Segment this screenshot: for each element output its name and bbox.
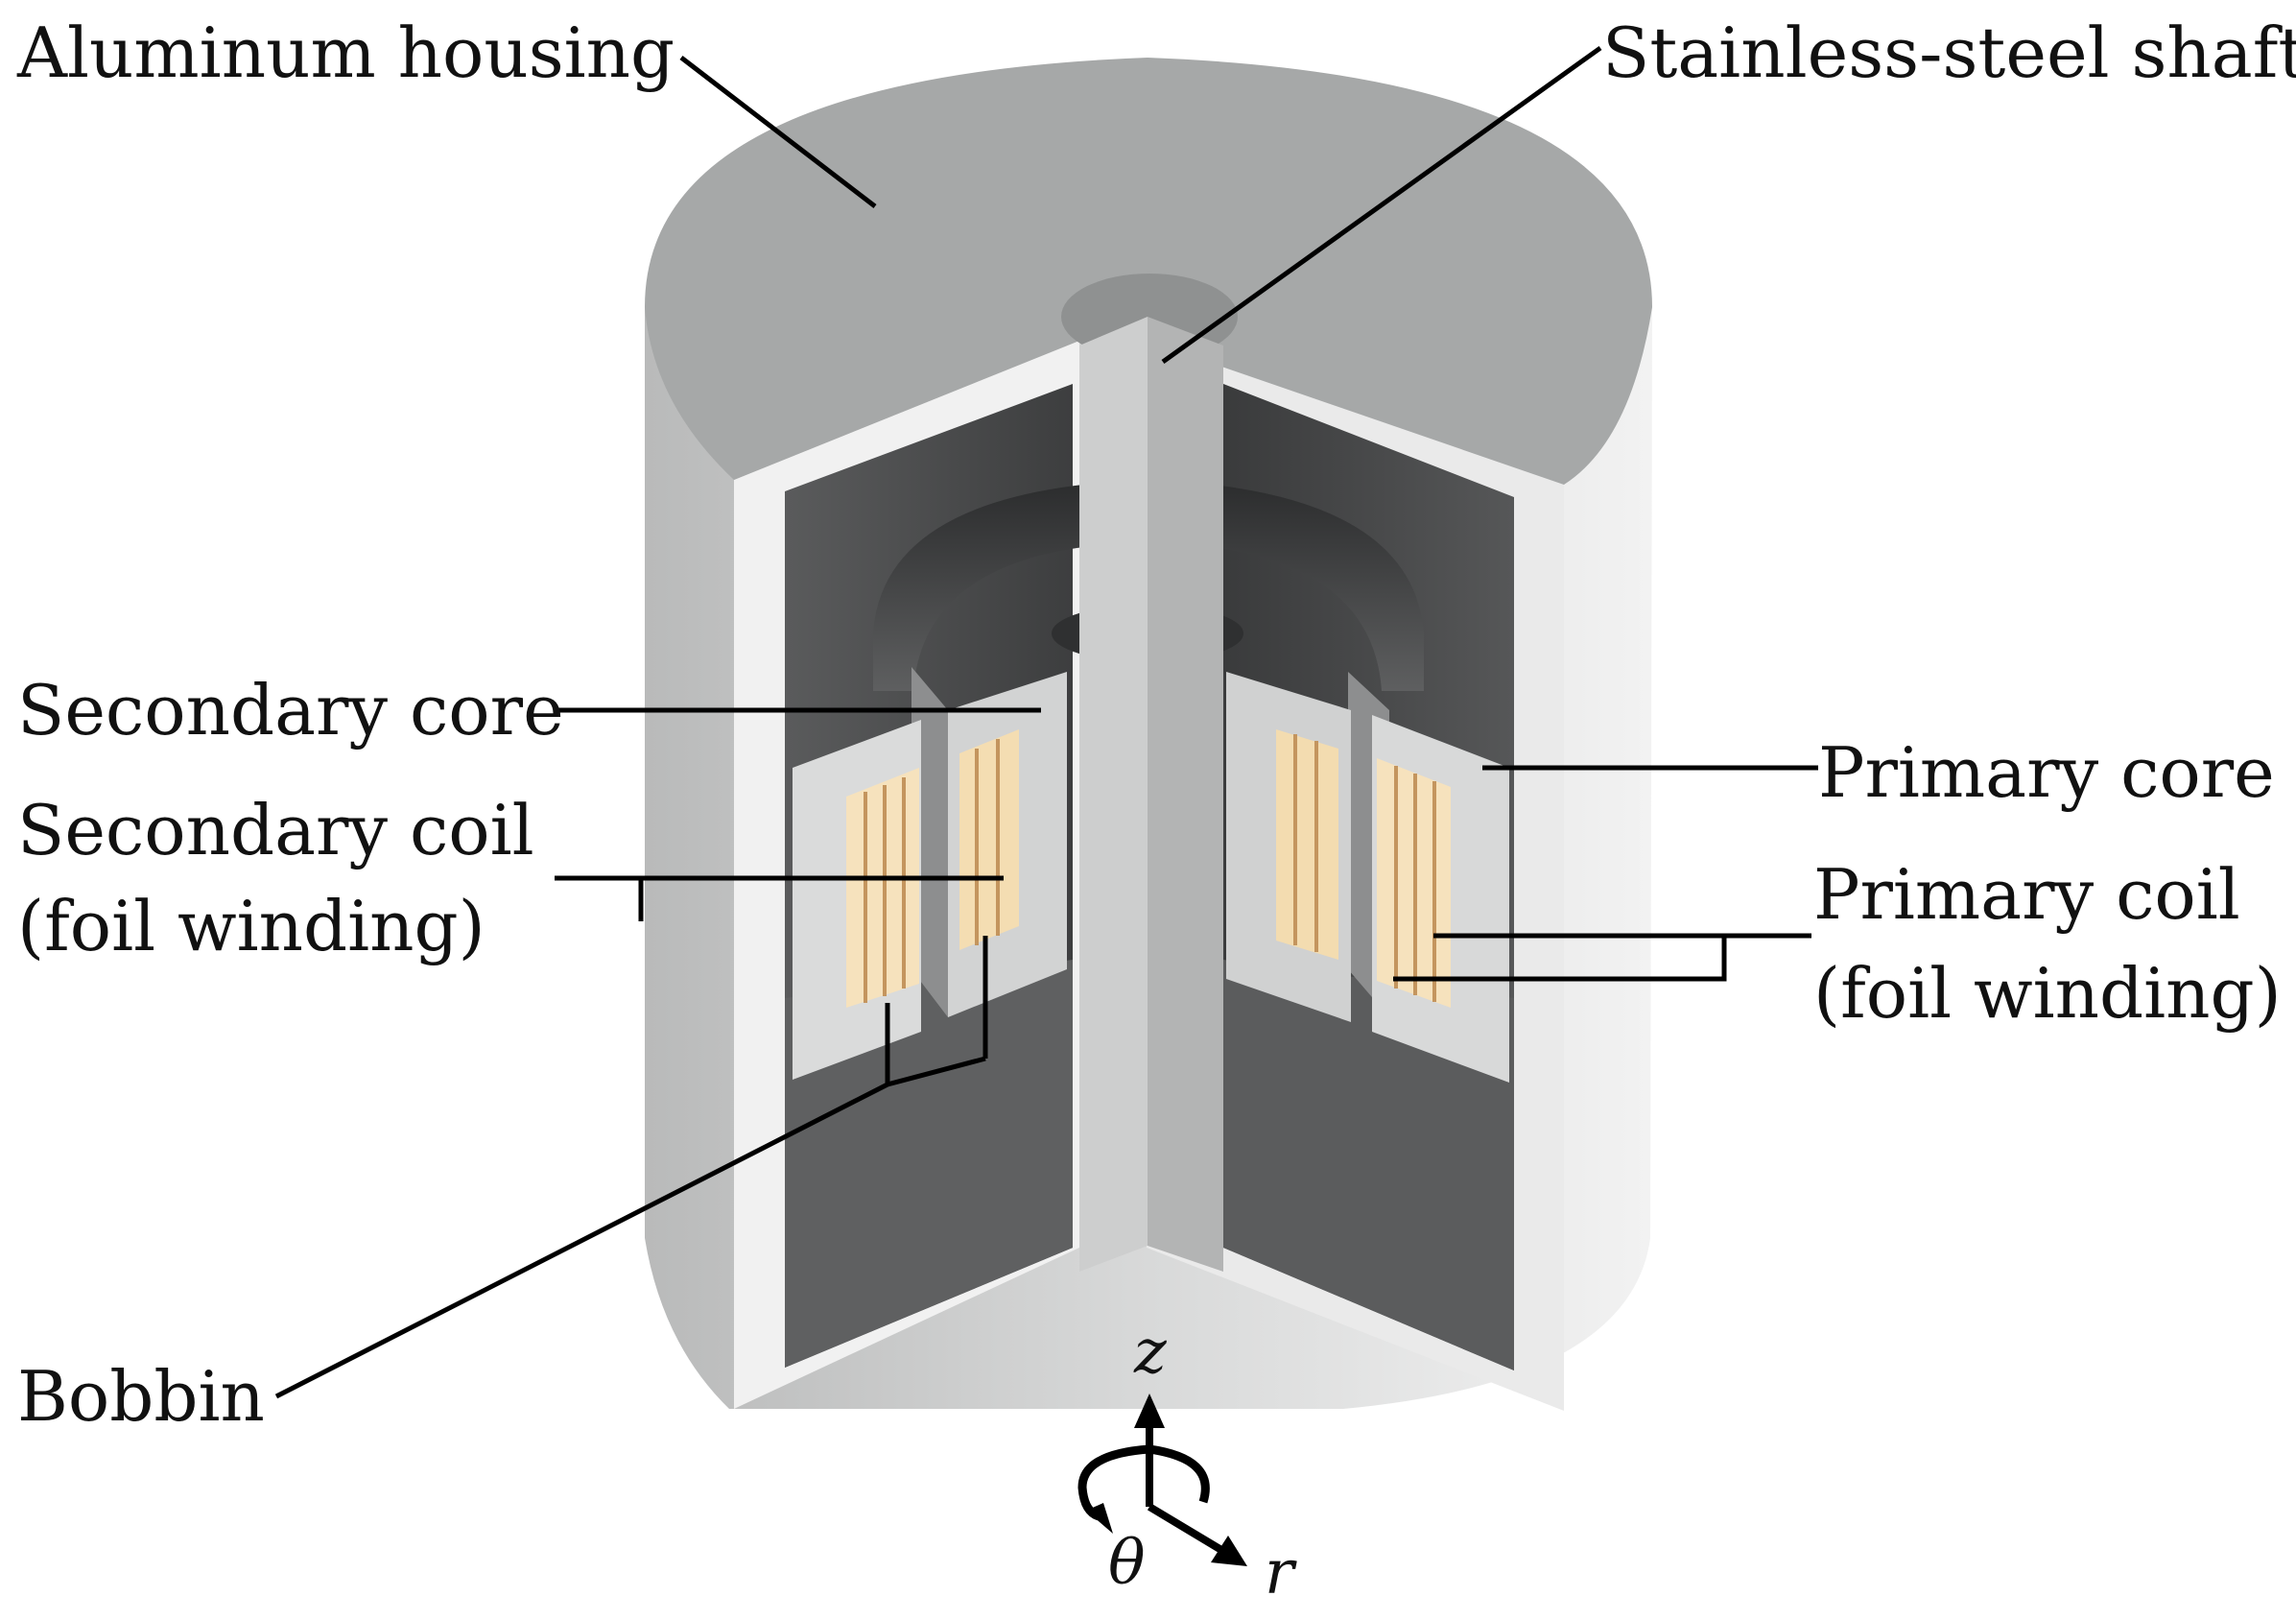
housing-top-face — [645, 58, 1652, 485]
label-secondary-coil-line2: (foil winding) — [17, 886, 485, 966]
secondary-foil-stripes — [864, 739, 1000, 1003]
label-secondary-core: Secondary core — [17, 670, 564, 750]
labels: Aluminum housing Stainless-steel shaft S… — [16, 12, 2296, 1437]
stainless-steel-shaft — [1061, 274, 1238, 1272]
label-secondary-coil-line1: Secondary coil — [17, 790, 534, 870]
secondary-coil-inner — [959, 729, 1019, 950]
axis-label-z: z — [1133, 1317, 1168, 1388]
label-primary-core: Primary core — [1818, 732, 2275, 813]
secondary-assembly — [793, 667, 1067, 1080]
label-primary-coil-line2: (foil winding) — [1813, 953, 2282, 1034]
r-arrowhead-icon — [1211, 1536, 1247, 1566]
leader-lines — [274, 45, 1818, 1399]
leader-stainless-steel-shaft — [1161, 45, 1602, 365]
label-aluminum-housing: Aluminum housing — [16, 12, 675, 93]
cavity-floor-right — [1223, 960, 1514, 1370]
z-arrowhead-icon — [1134, 1394, 1165, 1428]
shaft-left-face — [1079, 317, 1148, 1272]
axis-label-r: r — [1265, 1537, 1297, 1608]
label-primary-coil-line1: Primary coil — [1813, 854, 2240, 935]
label-bobbin: Bobbin — [17, 1356, 265, 1437]
coordinate-axes: z θ r — [1077, 1317, 1297, 1608]
primary-assembly — [1226, 672, 1509, 1083]
r-axis-arrow-shaft — [1147, 1503, 1229, 1557]
leader-primary-coil-lower — [1393, 936, 1727, 982]
label-stainless-steel-shaft: Stainless-steel shaft — [1602, 12, 2296, 93]
theta-arrowhead-icon — [1086, 1503, 1113, 1534]
cavity-floor-left — [785, 960, 1073, 1368]
axis-label-theta: θ — [1108, 1528, 1146, 1599]
primary-foil-stripes — [1293, 734, 1436, 1002]
primary-coil-inner — [1276, 729, 1338, 960]
theta-rotation-arrow — [1077, 1444, 1210, 1521]
shaft-right-face — [1148, 317, 1223, 1272]
leader-aluminum-housing — [679, 56, 877, 208]
